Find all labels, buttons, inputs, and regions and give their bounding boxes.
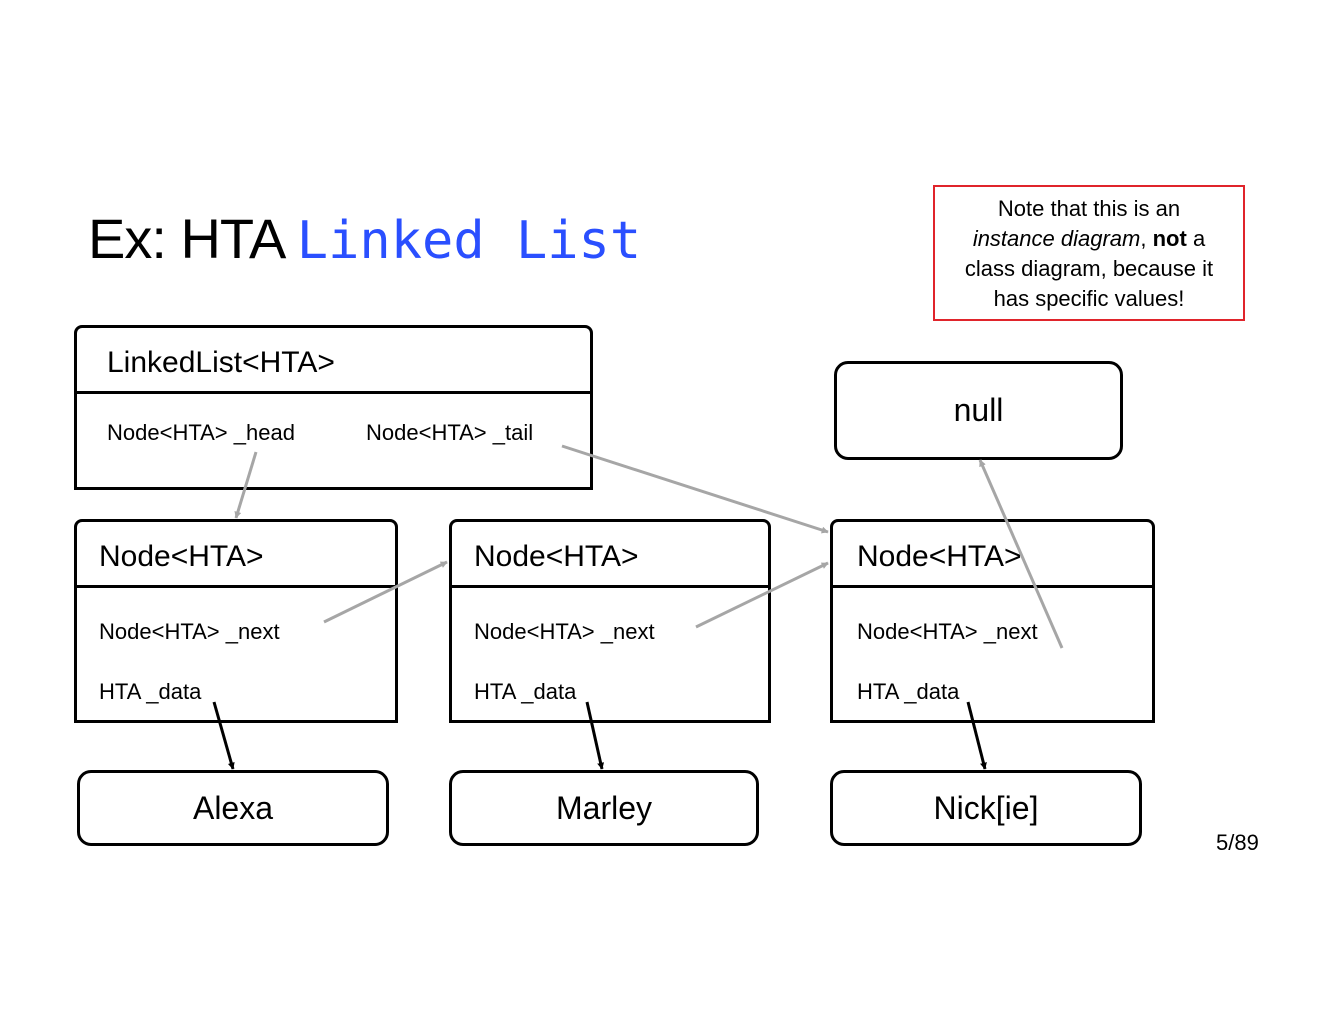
slide-title: Ex: HTA Linked List: [88, 206, 641, 286]
page-number: 5/89: [1216, 830, 1259, 855]
note-box: Note that this is an instance diagram, n…: [933, 185, 1245, 321]
value-label-3: Nick[ie]: [933, 789, 1039, 826]
note-line-4: has specific values!: [993, 286, 1185, 311]
node-next-field-1: Node<HTA> _next: [99, 619, 280, 644]
value-label-2: Marley: [555, 789, 652, 826]
node-data-field-3: HTA _data: [857, 679, 960, 704]
node-next-field-3: Node<HTA> _next: [857, 619, 1038, 644]
head-field: Node<HTA> _head: [107, 420, 295, 445]
value-box-alexa: Alexa: [77, 770, 389, 846]
node-header-label-1: Node<HTA>: [99, 540, 264, 573]
tail-field: Node<HTA> _tail: [366, 420, 534, 445]
node-header-3: Node<HTA>: [833, 522, 1152, 588]
node-header-label-3: Node<HTA>: [857, 540, 1022, 573]
linkedlist-header: LinkedList<HTA>: [77, 328, 590, 394]
linkedlist-header-label: LinkedList<HTA>: [107, 346, 335, 379]
node-header-1: Node<HTA>: [77, 522, 395, 588]
title-prefix: Ex: HTA: [88, 207, 283, 270]
value-box-marley: Marley: [449, 770, 759, 846]
note-bold: not: [1152, 226, 1187, 251]
note-line-2: instance diagram, not a: [935, 224, 1243, 254]
value-box-nickie: Nick[ie]: [830, 770, 1142, 846]
node-box-3: Node<HTA> Node<HTA> _next HTA _data: [830, 519, 1155, 723]
node-data-field-2: HTA _data: [474, 679, 577, 704]
node-header-label-2: Node<HTA>: [474, 540, 639, 573]
note-line-3: class diagram, because it: [964, 256, 1214, 281]
node-box-2: Node<HTA> Node<HTA> _next HTA _data: [449, 519, 771, 723]
title-code: Linked List: [296, 211, 642, 271]
value-label-1: Alexa: [192, 789, 274, 826]
node-box-1: Node<HTA> Node<HTA> _next HTA _data: [74, 519, 398, 723]
node-header-2: Node<HTA>: [452, 522, 768, 588]
null-box: null: [834, 361, 1123, 460]
node-next-field-2: Node<HTA> _next: [474, 619, 655, 644]
note-sep: ,: [1140, 226, 1147, 251]
note-end: a: [1192, 226, 1206, 251]
null-label: null: [953, 392, 1004, 428]
note-italic: instance diagram: [972, 226, 1141, 251]
linkedlist-box: LinkedList<HTA> Node<HTA> _head Node<HTA…: [74, 325, 593, 490]
note-line-1: Note that this is an: [997, 196, 1181, 221]
node-data-field-1: HTA _data: [99, 679, 202, 704]
